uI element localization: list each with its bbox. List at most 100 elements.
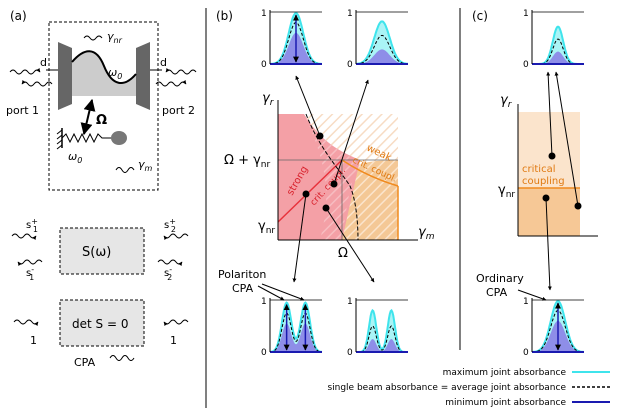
inset-b-top-left-tick-zero: 0 (261, 60, 267, 70)
arrow-c-to-inset-top (546, 71, 553, 157)
polariton-arrow-1 (257, 285, 285, 301)
arrow-to-inset-tl (295, 75, 321, 137)
crit-coupling-red-line (277, 159, 343, 223)
region-red-hatch (304, 114, 360, 240)
s2-minus-wave (157, 259, 183, 267)
c-tick-y: γ (498, 183, 506, 198)
s2-plus-label: s (164, 220, 169, 231)
svg-text:γr: γr (262, 91, 275, 108)
omega0-top-label: ω (108, 66, 117, 79)
c-tick-y-sub: nr (506, 190, 516, 200)
inset-c-bottom-tick-one: 1 (523, 297, 529, 307)
arrow-c-to-inset-top-2 (554, 71, 579, 207)
inset-b-top-right-min-fill (356, 49, 408, 64)
loss-wave-top (83, 35, 103, 41)
input-one-right: 1 (170, 334, 177, 347)
inset-b-bottom-left-min-fill (270, 323, 322, 352)
omega0-bottom-label: ω (68, 150, 77, 163)
oscillator-spring (61, 132, 112, 144)
coupling-label: Ω (96, 113, 107, 128)
inset-b-bottom-left-tick-zero: 0 (261, 348, 267, 358)
svg-text:ω0: ω0 (108, 66, 122, 81)
gamma-m-label: γ (138, 158, 145, 171)
svg-text:γnr: γnr (258, 219, 275, 236)
mirror-left (58, 42, 72, 110)
cpa-label: CPA (74, 356, 96, 369)
inset-b-bottom-left-avg-line (270, 312, 322, 353)
b-tick-y-high-sub: nr (261, 160, 271, 170)
critical-label: critical (522, 164, 556, 175)
port1-wave-in (9, 67, 41, 75)
s2-plus-sub: 2 (171, 225, 176, 234)
b-tick-y-high: Ω + γ (224, 153, 261, 168)
svg-text:Ω + γnr: Ω + γnr (224, 153, 271, 170)
coupling-label-c: coupling (522, 176, 565, 187)
inset-b-top-left-tick-one: 1 (261, 9, 267, 19)
region-orange-light-c (518, 112, 580, 188)
c-y-axis-sub: r (508, 100, 513, 110)
svg-text:γm: γm (418, 225, 435, 242)
port2-wave-in (165, 67, 197, 75)
d-left-label: d (40, 56, 47, 69)
svg-text:γnr: γnr (107, 30, 123, 45)
cpa-absorbed-wave (109, 355, 135, 361)
s1-plus-sup: + (31, 217, 38, 226)
polariton-arrow-2 (261, 283, 305, 301)
s1-plus-wave (11, 233, 37, 241)
inset-b-top-right-tick-one: 1 (347, 9, 353, 19)
c-y-axis-label: γ (500, 93, 509, 108)
s2-plus-wave (163, 233, 189, 241)
arrow-to-inset-tr (333, 79, 369, 185)
det-s-box (59, 299, 145, 347)
coupling-arrow (80, 98, 96, 136)
svg-text:s-2: s-2 (164, 265, 172, 282)
legend-max-label: maximum joint absorbance (443, 368, 567, 378)
svg-text:s+1: s+1 (26, 217, 38, 234)
s1-plus-sub: 1 (33, 225, 38, 234)
cavity-mode (71, 50, 137, 84)
inset-c-top-tick-one: 1 (523, 9, 529, 19)
omega0-top-sub: 0 (117, 72, 122, 81)
inset-c-top-max-fill (532, 26, 584, 65)
wall-hatch (56, 129, 63, 150)
inset-b-bottom-right-max-line (356, 308, 408, 353)
s2-minus-label: s (164, 268, 169, 279)
port2-wave-out (155, 79, 187, 87)
inset-b-bottom-right-tick-zero: 0 (347, 348, 353, 358)
inset-b-bottom-right-tick-one: 1 (347, 297, 353, 307)
inset-b-top-right-max-fill (356, 21, 408, 64)
svg-text:s+2: s+2 (164, 217, 176, 234)
legend-min-label: minimum joint absorbance (445, 398, 566, 408)
inset-b-bottom-left-max-line (269, 301, 323, 353)
b-y-axis-label: γ (262, 91, 271, 106)
arrow-c-to-inset-bottom (545, 197, 552, 291)
s1-minus-label: s (26, 268, 31, 279)
inset-b-top-right-avg-line (355, 34, 409, 65)
inset-b-top-right-tick-zero: 0 (347, 60, 353, 70)
boundary-dashed (305, 113, 359, 241)
b-tick-y-low: γ (258, 219, 266, 234)
d-right-label: d (160, 56, 167, 69)
b-x-axis-label: γ (418, 225, 427, 240)
port1-wave-out (21, 79, 53, 87)
input-wave-left (13, 319, 39, 327)
input-one-left: 1 (30, 334, 37, 347)
arrow-to-inset-bl (292, 193, 307, 283)
panel-label-b: (b) (216, 9, 233, 23)
det-s-label: det S = 0 (72, 317, 128, 331)
svg-text:γr: γr (500, 93, 513, 110)
s1-plus-label: s (26, 220, 31, 231)
inset-c-top-min-fill (532, 51, 584, 64)
s1-minus-sub: 1 (29, 273, 34, 282)
input-wave-right (163, 319, 189, 327)
b-x-axis-sub: m (426, 232, 435, 242)
port1-label: port 1 (6, 104, 39, 117)
s2-plus-sup: + (169, 217, 176, 226)
panel-label-a: (a) (10, 9, 27, 23)
cavity-mode-fill (72, 51, 136, 96)
polariton-label: Polariton (218, 268, 266, 281)
inset-c-bottom-tick-zero: 0 (523, 348, 529, 358)
mirror-right (136, 42, 150, 110)
port2-label: port 2 (162, 104, 195, 117)
